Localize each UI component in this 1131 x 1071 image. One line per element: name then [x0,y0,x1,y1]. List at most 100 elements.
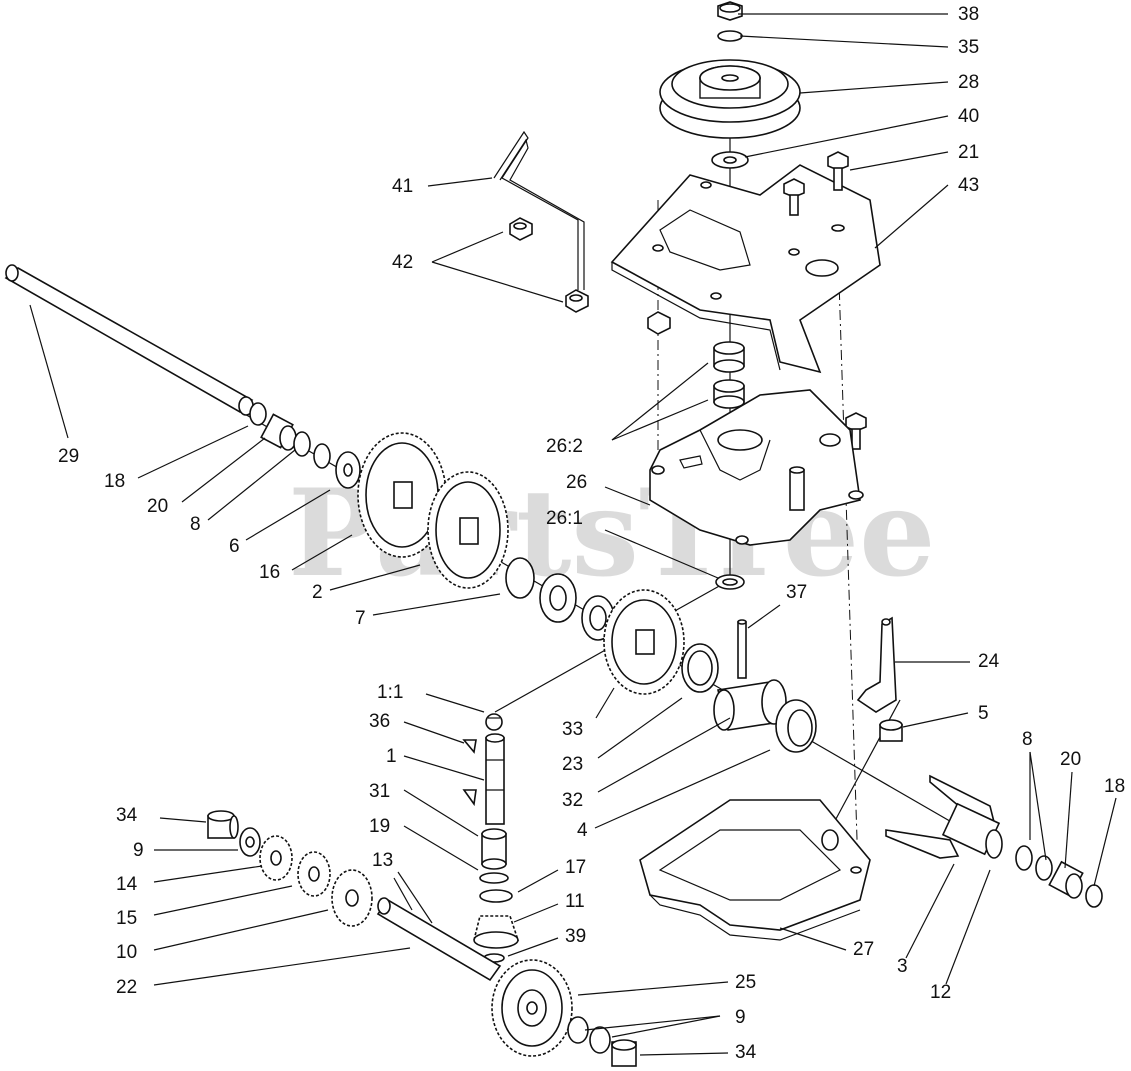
callout-number: 37 [786,582,807,603]
leader-line [425,693,485,713]
callout-c23: 23 [562,697,683,775]
part-1-shaft [485,733,505,825]
leader-line [245,489,331,541]
callout-number: 4 [577,820,588,841]
part-35-washer [717,30,743,42]
callout-number: 8 [190,514,201,535]
callout-c26_2: 26:2 [546,362,709,457]
callout-c5: 5 [902,703,989,728]
callout-c40: 40 [744,106,979,158]
leader-line [611,1015,721,1038]
leader-line [577,981,729,996]
leader-line [372,593,501,616]
callout-number: 29 [58,446,79,467]
callout-c14: 14 [116,865,263,895]
part-22-shaft [376,897,502,982]
callout-number: 36 [369,711,390,732]
leader-line [397,871,433,924]
callout-c38: 38 [738,4,979,25]
leader-line [849,151,949,171]
callout-number: 26:1 [546,508,583,529]
callout-c34b: 34 [639,1042,757,1063]
callout-number: 42 [392,252,413,273]
callout-c13: 13 [372,850,433,924]
part-6-washer [335,451,361,489]
callout-c27: 27 [779,927,874,960]
leader-line [291,534,353,571]
callout-number: 26 [566,472,587,493]
callout-number: 20 [147,496,168,517]
leader-line [181,437,266,503]
leader-line [594,749,771,829]
part-32-clutch [713,679,787,731]
callout-number: 26:2 [546,436,583,457]
callout-c36: 36 [369,711,465,744]
leader-line [905,863,955,959]
callout-c12: 12 [930,869,991,1003]
callout-number: 41 [392,176,413,197]
callout-c10: 10 [116,909,329,963]
part-29-shaft [4,264,254,416]
callout-number: 2 [312,582,323,603]
part-37-pin [737,619,747,679]
callout-number: 18 [104,471,125,492]
leader-line [597,697,683,759]
callout-number: 20 [1060,749,1081,770]
part-34-bushing-upper [207,810,239,839]
callout-c9a: 9 [133,840,238,861]
part-3-fork [885,774,996,859]
part-26-1-bushing [715,574,745,590]
leader-line [902,712,969,728]
callout-number: 28 [958,72,979,93]
callout-c22: 22 [116,947,411,998]
leader-line [1064,771,1073,869]
part-11-bevel-gear [472,915,520,949]
leader-line [604,529,719,579]
part-34-bushing-lower [611,1039,637,1067]
callout-number: 10 [116,942,137,963]
callout-number: 40 [958,106,979,127]
leader-line [403,825,479,871]
part-12-collar [941,802,1003,859]
callout-number: 8 [1022,729,1033,750]
leader-line [874,184,949,249]
callout-c7: 7 [355,593,501,629]
callout-number: 43 [958,175,979,196]
callout-number: 24 [978,651,1000,672]
leader-line [207,449,296,521]
callout-number: 34 [116,805,138,826]
leader-line [29,304,69,439]
leader-line [739,35,949,48]
callout-c26_1: 26:1 [546,508,719,579]
leader-line [431,231,504,263]
leader-line [403,755,485,781]
part-18-snap-ring-right [1085,884,1103,908]
callout-c18a: 18 [104,425,249,492]
leader-line [611,362,709,441]
callout-c20b: 20 [1060,749,1081,869]
leader-line [403,789,479,837]
leader-line [403,721,465,744]
leader-line [597,717,731,793]
callout-number: 1 [386,746,397,767]
leader-line [427,177,493,187]
part-20-bushing-right [1048,860,1084,899]
leader-line [153,909,329,951]
callout-c39: 39 [507,926,586,957]
callout-c4: 4 [577,749,771,841]
leader-line [513,903,559,923]
part-26-upper-housing [649,389,864,546]
leader-line [507,937,559,957]
callout-c16: 16 [259,534,353,583]
callout-c24: 24 [895,651,1000,672]
leader-line [153,947,411,986]
callout-c29: 29 [29,304,79,467]
part-9-washer-upper [239,827,261,857]
part-5-plug [879,719,903,742]
callout-c15: 15 [116,885,293,929]
callout-c1_1: 1:1 [377,682,485,713]
part-8-washers-right [1015,845,1053,881]
callout-number: 17 [565,857,586,878]
callout-number: 9 [735,1007,746,1028]
